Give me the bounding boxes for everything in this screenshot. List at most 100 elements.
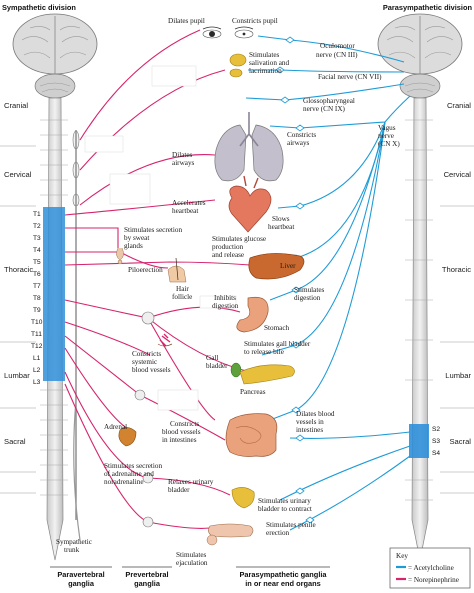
seg-l1: L1 (33, 355, 41, 362)
glosso-1: Glossopharyngeal (303, 97, 355, 105)
seg-t11: T11 (31, 331, 42, 338)
stomach-icon (236, 296, 269, 333)
seg-t10: T10 (31, 319, 43, 326)
piloerection: Piloerection (128, 266, 163, 274)
stim-ub-1: Stimulates urinary (258, 497, 311, 505)
prevertebral-2: ganglia (134, 579, 161, 588)
constr-sys-3: blood vessels (132, 366, 171, 374)
seg-t5: T5 (33, 259, 41, 266)
intestines-icon (225, 413, 278, 457)
stim-ej-1: Stimulates (176, 551, 207, 559)
right-spinal-cord (405, 97, 433, 561)
dilates-airways-2: airways (172, 159, 195, 167)
thoracolumbar-band (43, 207, 65, 381)
dilates-airways-1: Dilates (172, 151, 193, 159)
adren-sec-2: of adrenaline and (104, 470, 154, 478)
segment-labels-right: S2 S3 S4 (432, 426, 440, 457)
stim-dig-1: Stimulates (294, 286, 325, 294)
urinary-bladder-icon (231, 487, 255, 509)
region-left-thoracic: Thoracic (4, 265, 33, 274)
relax-2: bladder (168, 486, 190, 494)
stim-saliv-1: Stimulates (249, 51, 280, 59)
seg-t1: T1 (33, 211, 41, 218)
adrenal-gland-icon (118, 427, 137, 447)
hair-2: follicle (172, 293, 192, 301)
stomach-label: Stomach (264, 324, 290, 332)
key-title: Key (396, 552, 408, 560)
inhibits-2: digestion (212, 302, 239, 310)
gallb-1: Gall (206, 354, 218, 362)
left-spinal-cord (40, 97, 81, 561)
para-ganglia-2: in or near end organs (245, 579, 321, 588)
seg-s2: S2 (432, 426, 440, 433)
liver-label: Liver (280, 262, 296, 270)
region-labels-right: Cranial Cervical Thoracic Lumbar Sacral (442, 101, 472, 446)
seg-t7: T7 (33, 283, 41, 290)
adrenal-label: Adrenal (104, 423, 127, 431)
constricts-pupil: Constricts pupil (232, 17, 278, 25)
sympathetic-nerves (64, 29, 251, 529)
pancreas-label: Pancreas (240, 388, 266, 396)
salivary-gland-icon (229, 53, 247, 78)
seg-t12: T12 (31, 343, 43, 350)
paravertebral-2: ganglia (68, 579, 95, 588)
seg-t2: T2 (33, 223, 41, 230)
adren-sec-3: noradrenaline (104, 478, 144, 486)
stim-pen-1: Stimulates penile (266, 521, 316, 529)
accel-2: heartbeat (172, 207, 198, 215)
region-left-cranial: Cranial (4, 101, 28, 110)
region-right-cranial: Cranial (447, 101, 471, 110)
parasympathetic-header: Parasympathetic division (383, 3, 473, 12)
constr-int-2: blood vessels (162, 428, 201, 436)
stim-ej-2: ejaculation (176, 559, 208, 567)
dilates-bv-1: Dilates blood (296, 410, 335, 418)
gall-bladder-icon (230, 362, 242, 378)
dilates-bv-2: vessels in (296, 418, 324, 426)
pancreas-icon (239, 364, 295, 385)
constricts-airways-1: Constricts (287, 131, 316, 139)
genitals-icon (206, 523, 254, 546)
stim-saliv-3: lacrimation (249, 67, 282, 75)
seg-t9: T9 (33, 307, 41, 314)
gall-1: Stimulates gall bladder (244, 340, 311, 348)
relax-1: Relaxes urinary (168, 478, 214, 486)
seg-t8: T8 (33, 295, 41, 302)
prevertebral-ganglia (134, 311, 155, 528)
slows-2: heartbeat (268, 223, 294, 231)
sacral-band (409, 424, 429, 458)
sweat-1: Stimulates secretion (124, 226, 182, 234)
glosso-2: nerve (CN IX) (303, 105, 346, 113)
vagus-1: Vagus (378, 124, 396, 132)
vagus-3: (CN X) (378, 140, 400, 148)
segment-labels-left: T1 T2 T3 T4 T5 T6 T7 T8 T9 T10 T11 T12 L… (31, 211, 43, 386)
bottom-labels: Paravertebral ganglia Prevertebral gangl… (50, 566, 330, 588)
dilates-pupil: Dilates pupil (168, 17, 205, 25)
constr-sys-1: Constricts (132, 350, 161, 358)
eye-icon-left (202, 26, 222, 39)
stim-saliv-2: salivation and (249, 59, 290, 67)
oculomotor-2: nerve (CN III) (316, 51, 358, 59)
seg-s3: S3 (432, 438, 440, 445)
seg-t3: T3 (33, 235, 41, 242)
para-ganglia-1: Parasympathetic ganglia (239, 570, 327, 579)
accel-1: Accelerates (172, 199, 206, 207)
constr-int-3: in intestines (162, 436, 197, 444)
eye-icon-right (234, 26, 254, 39)
constricts-airways-2: airways (287, 139, 310, 147)
seg-s4: S4 (432, 450, 440, 457)
stim-dig-2: digestion (294, 294, 321, 302)
stim-pen-2: erection (266, 529, 290, 537)
key-acetyl: = Acetylcholine (408, 564, 454, 572)
region-right-lumbar: Lumbar (445, 371, 471, 380)
gallb-2: bladder (206, 362, 228, 370)
seg-t6: T6 (33, 271, 41, 278)
key-legend: Key = Acetylcholine = Norepinephrine (389, 547, 471, 589)
gall-2: to release bile (244, 348, 284, 356)
seg-l2: L2 (33, 367, 41, 374)
hair-1: Hair (176, 285, 189, 293)
glucose-3: and release (212, 251, 244, 259)
prevertebral-1: Prevertebral (125, 570, 168, 579)
slows-1: Slows (272, 215, 290, 223)
